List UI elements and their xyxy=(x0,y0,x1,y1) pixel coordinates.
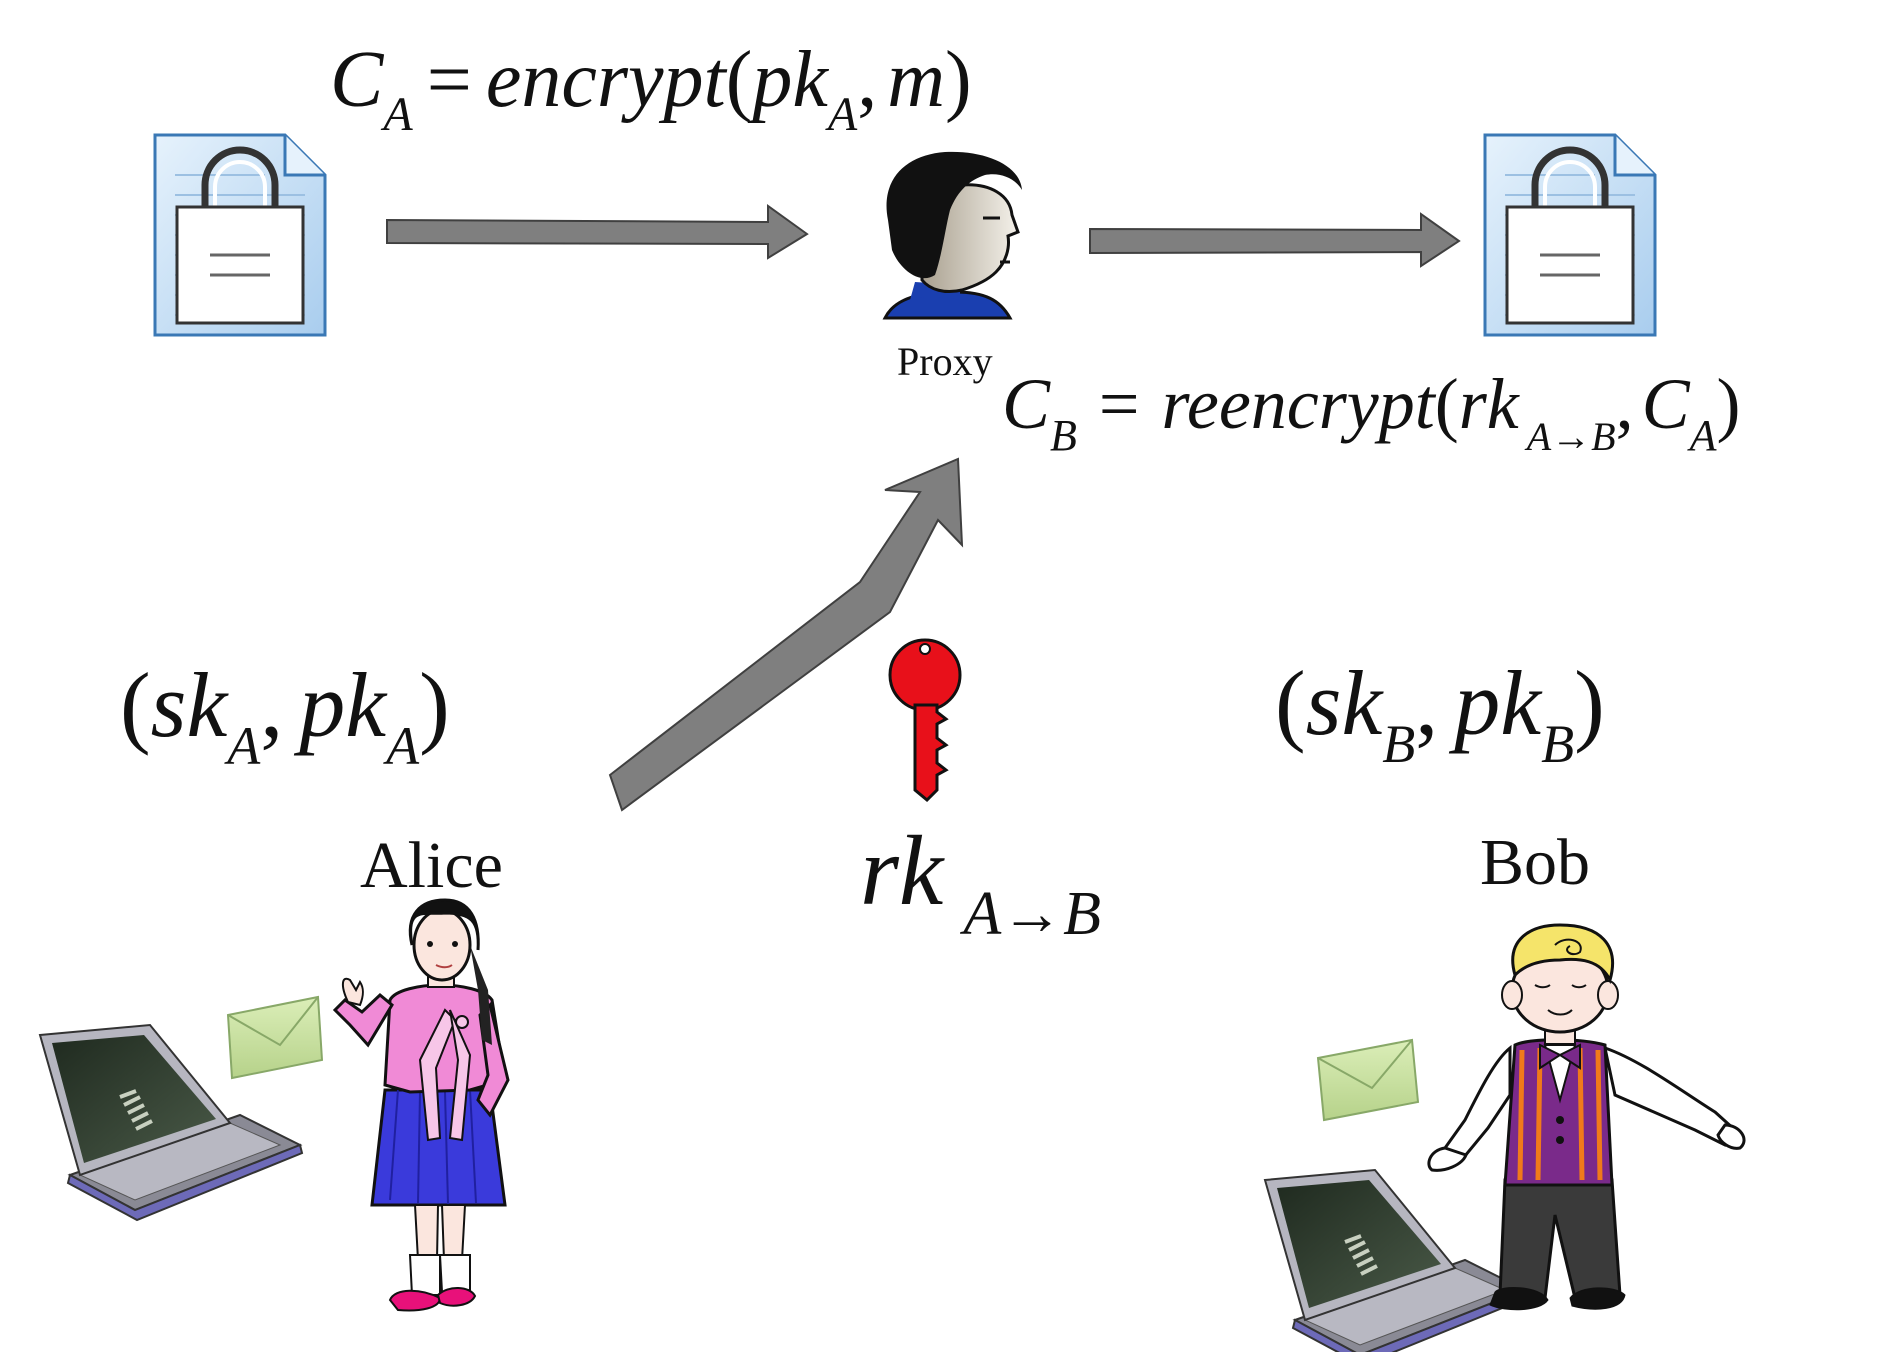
keypair-alice: (skA,pkA) xyxy=(120,654,450,776)
close-paren: ) xyxy=(419,654,450,756)
ciphertext-a-subscript: A xyxy=(1687,411,1718,460)
arrow-to-bob xyxy=(1089,212,1461,268)
pk-a-subscript: A xyxy=(383,716,420,776)
reencrypt-function: reencrypt xyxy=(1162,364,1437,444)
open-paren: ( xyxy=(726,36,753,124)
message-symbol: m xyxy=(887,36,945,124)
ciphertext-a-subscript: A xyxy=(380,88,413,141)
ciphertext-b-subscript: B xyxy=(1050,411,1077,460)
sk-b-symbol: sk xyxy=(1306,652,1385,754)
pk-a-subscript: A xyxy=(825,88,858,141)
alice-label: Alice xyxy=(360,829,503,902)
equals-sign: = xyxy=(1099,364,1140,444)
rk-subscript: A→B xyxy=(959,880,1101,948)
locked-document-icon xyxy=(153,133,327,337)
pk-a-symbol: pk xyxy=(747,36,829,124)
ciphertext-b-symbol: C xyxy=(1002,364,1051,444)
comma: , xyxy=(260,654,283,756)
bob-label: Bob xyxy=(1480,826,1590,899)
laptop-icon xyxy=(38,1023,304,1222)
comma: , xyxy=(1616,364,1634,444)
pk-a-symbol: pk xyxy=(293,654,388,756)
equals-sign: = xyxy=(427,36,472,124)
formula-encrypt: CA=encrypt(pkA,m) xyxy=(330,36,972,141)
pk-b-symbol: pk xyxy=(1448,652,1543,754)
envelope-icon xyxy=(1316,1038,1420,1122)
sk-a-symbol: sk xyxy=(151,654,230,756)
keypair-bob: (skB,pkB) xyxy=(1275,652,1605,774)
laptop-icon xyxy=(1263,1168,1529,1352)
arrow-to-proxy xyxy=(386,204,809,260)
close-paren: ) xyxy=(945,36,972,124)
bob-figure xyxy=(1427,923,1746,1311)
envelope-icon xyxy=(226,995,324,1080)
red-key-icon xyxy=(888,638,962,803)
ciphertext-a-symbol: C xyxy=(330,36,385,124)
open-paren: ( xyxy=(1435,364,1459,444)
open-paren: ( xyxy=(120,654,151,756)
rk-subscript: A→B xyxy=(1524,414,1616,459)
arrow-rekey-to-proxy xyxy=(608,457,964,812)
proxy-person-icon xyxy=(882,151,1022,320)
alice-figure xyxy=(332,898,510,1312)
open-paren: ( xyxy=(1275,652,1306,754)
sk-b-subscript: B xyxy=(1382,714,1415,774)
rk-symbol: rk xyxy=(1459,364,1521,444)
close-paren: ) xyxy=(1574,652,1605,754)
ciphertext-a-symbol: C xyxy=(1642,364,1691,444)
pk-b-subscript: B xyxy=(1541,714,1574,774)
sk-a-subscript: A xyxy=(224,716,261,776)
locked-document-icon xyxy=(1483,133,1657,337)
close-paren: ) xyxy=(1717,364,1741,444)
comma: , xyxy=(1415,652,1438,754)
proxy-label: Proxy xyxy=(897,339,993,384)
rk-symbol: rk xyxy=(860,815,945,926)
encrypt-function: encrypt xyxy=(486,36,728,124)
comma: , xyxy=(857,36,877,124)
